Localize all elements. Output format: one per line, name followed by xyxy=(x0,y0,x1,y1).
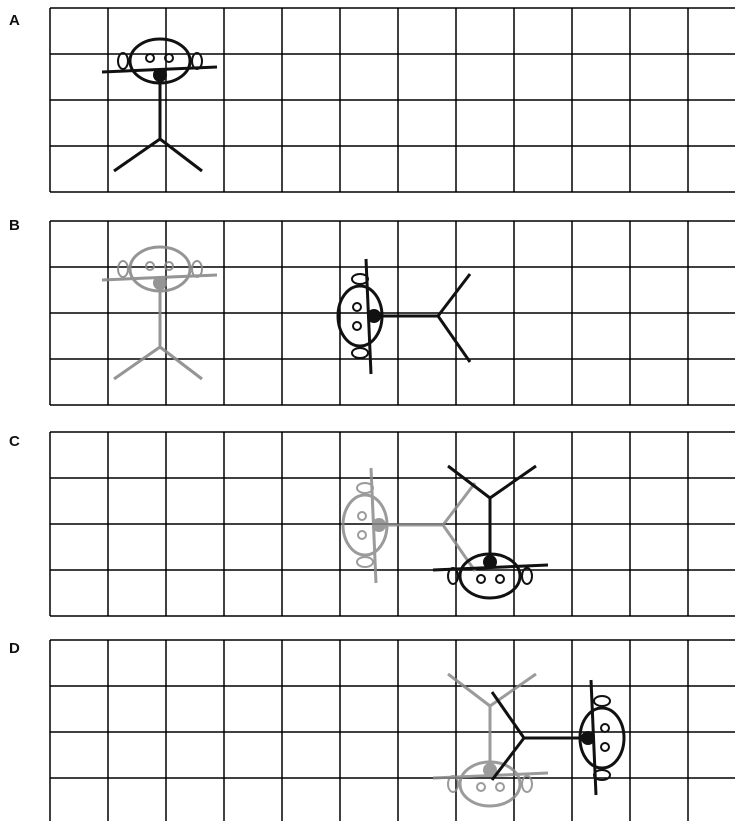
panel-c-dark-figure xyxy=(433,466,548,598)
panel-d-faint-figure xyxy=(433,674,548,806)
panel-b-dark-figure xyxy=(338,259,470,374)
panel-a-figure xyxy=(102,39,217,171)
grid-panel-d xyxy=(50,640,735,821)
panel-c-faint-figure xyxy=(343,468,475,583)
grid-panel-a xyxy=(50,8,735,192)
grid-panels xyxy=(50,8,735,821)
